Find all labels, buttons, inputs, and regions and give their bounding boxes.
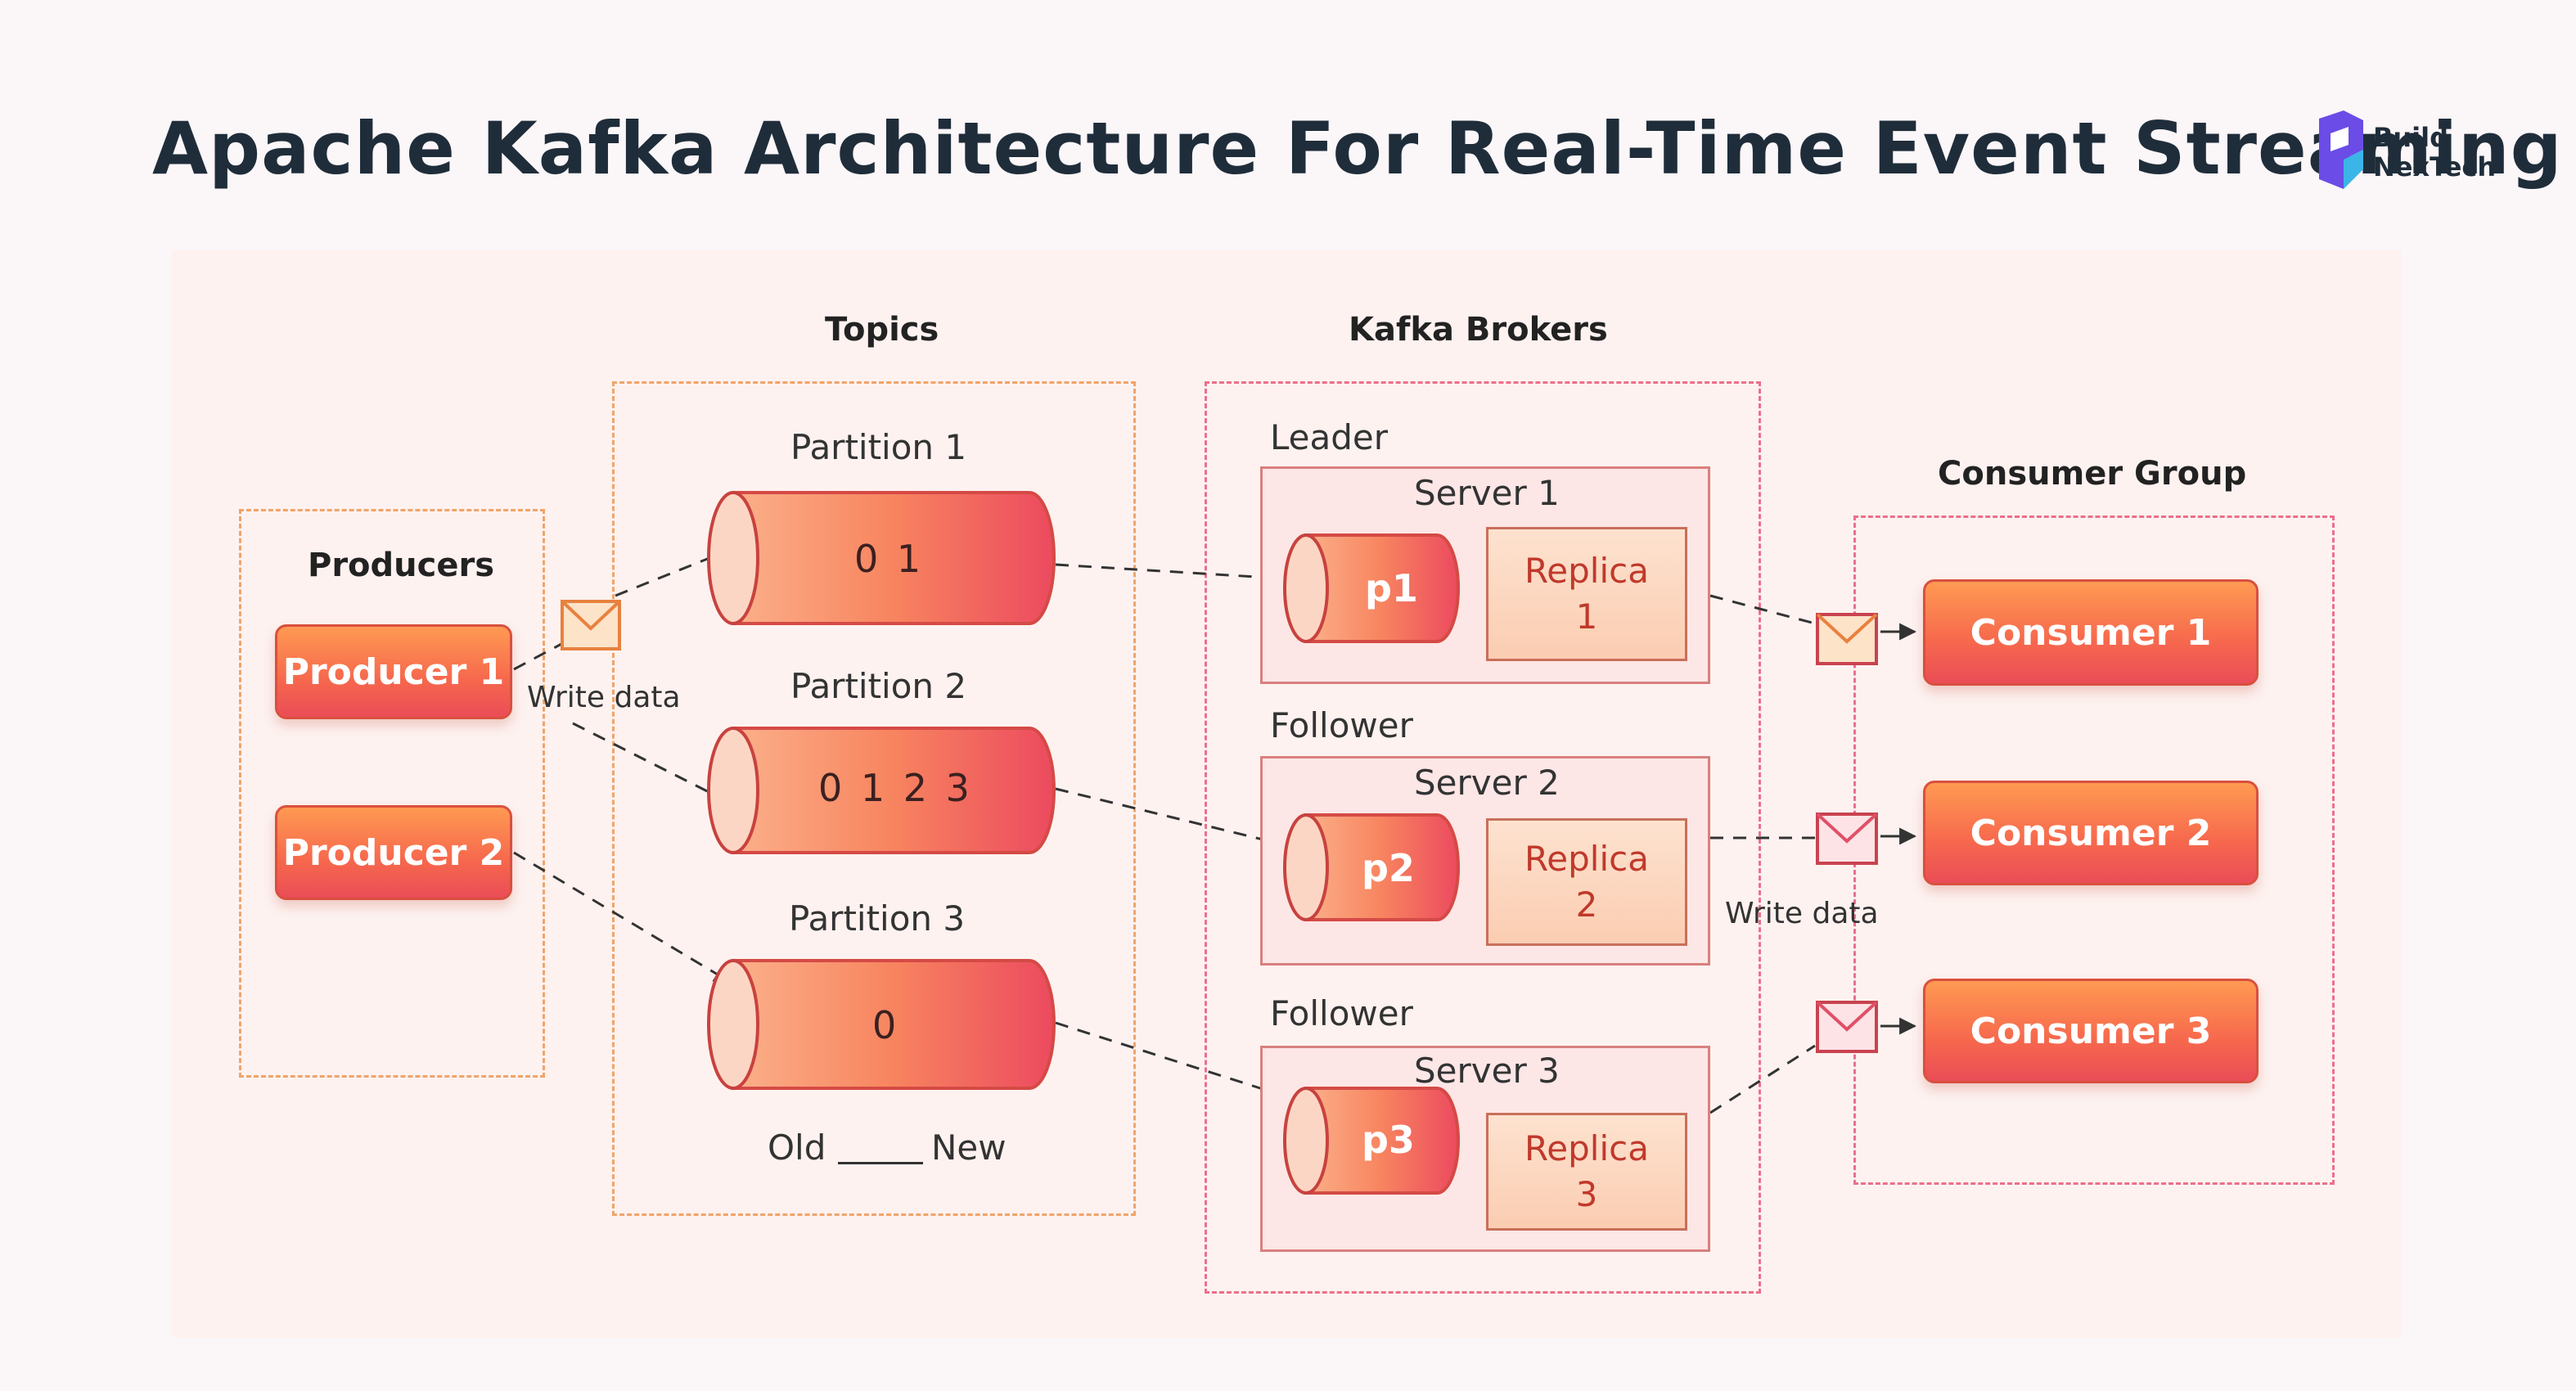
producers-group <box>239 509 545 1078</box>
partition-1-cylinder <box>707 491 1056 625</box>
partition-2-offsets: 0 1 2 3 <box>818 766 973 810</box>
replica-3-box: Replica 3 <box>1486 1113 1687 1231</box>
p3-label: p3 <box>1362 1118 1415 1162</box>
consumer-3-button[interactable]: Consumer 3 <box>1923 979 2259 1083</box>
partition-3-cylinder <box>707 959 1056 1090</box>
server-1-name: Server 1 <box>1414 473 1560 513</box>
buildnextech-logo-icon <box>2319 110 2363 189</box>
server-2-role: Follower <box>1270 705 1413 745</box>
p3-cylinder <box>1283 1087 1460 1195</box>
replica-2-number: 2 <box>1575 885 1598 925</box>
envelope-icon <box>561 600 621 650</box>
replica-1-box: Replica 1 <box>1486 527 1687 661</box>
server-2-name: Server 2 <box>1414 763 1560 803</box>
producer-2-button[interactable]: Producer 2 <box>275 805 512 900</box>
replica-1-word: Replica <box>1524 551 1649 591</box>
order-line <box>838 1162 923 1164</box>
replica-2-word: Replica <box>1524 839 1649 879</box>
envelope-icon <box>1816 1001 1878 1053</box>
server-3-role: Follower <box>1270 993 1413 1033</box>
p2-cylinder <box>1283 813 1460 921</box>
server-3-name: Server 3 <box>1414 1051 1560 1091</box>
replica-3-number: 3 <box>1575 1174 1598 1214</box>
partition-1-offsets: 0 1 <box>854 537 925 581</box>
topics-heading: Topics <box>825 311 939 349</box>
partition-2-label: Partition 2 <box>790 666 967 706</box>
p1-cylinder <box>1283 533 1460 643</box>
consumer-group-heading: Consumer Group <box>1938 455 2247 493</box>
envelope-icon <box>1816 613 1878 665</box>
topics-group <box>612 381 1136 1216</box>
order-new-label: New <box>931 1128 1007 1168</box>
producers-heading: Producers <box>308 547 495 584</box>
consumer-1-button[interactable]: Consumer 1 <box>1923 579 2259 686</box>
producer-1-button[interactable]: Producer 1 <box>275 624 512 719</box>
logo-text: Build NexTech <box>2373 123 2496 182</box>
logo-line-1: Build <box>2373 122 2449 153</box>
partition-1-label: Partition 1 <box>790 427 967 467</box>
brokers-heading: Kafka Brokers <box>1349 311 1608 349</box>
replica-1-number: 1 <box>1575 596 1598 637</box>
partition-3-offsets: 0 <box>872 1003 900 1047</box>
order-old-label: Old <box>768 1128 826 1168</box>
p1-label: p1 <box>1365 566 1418 610</box>
partition-3-label: Partition 3 <box>789 898 966 939</box>
producer-write-label: Write data <box>527 681 681 714</box>
replica-3-word: Replica <box>1524 1128 1649 1168</box>
logo-line-2: NexTech <box>2373 151 2497 182</box>
consumer-2-button[interactable]: Consumer 2 <box>1923 781 2259 885</box>
envelope-icon <box>1816 813 1878 865</box>
p2-label: p2 <box>1362 846 1415 890</box>
partition-2-cylinder <box>707 727 1056 854</box>
page-title: Apache Kafka Architecture For Real-Time … <box>152 106 2563 191</box>
replica-2-box: Replica 2 <box>1486 818 1687 946</box>
server-1-role: Leader <box>1270 417 1389 457</box>
consumer-write-label: Write data <box>1725 897 1879 930</box>
